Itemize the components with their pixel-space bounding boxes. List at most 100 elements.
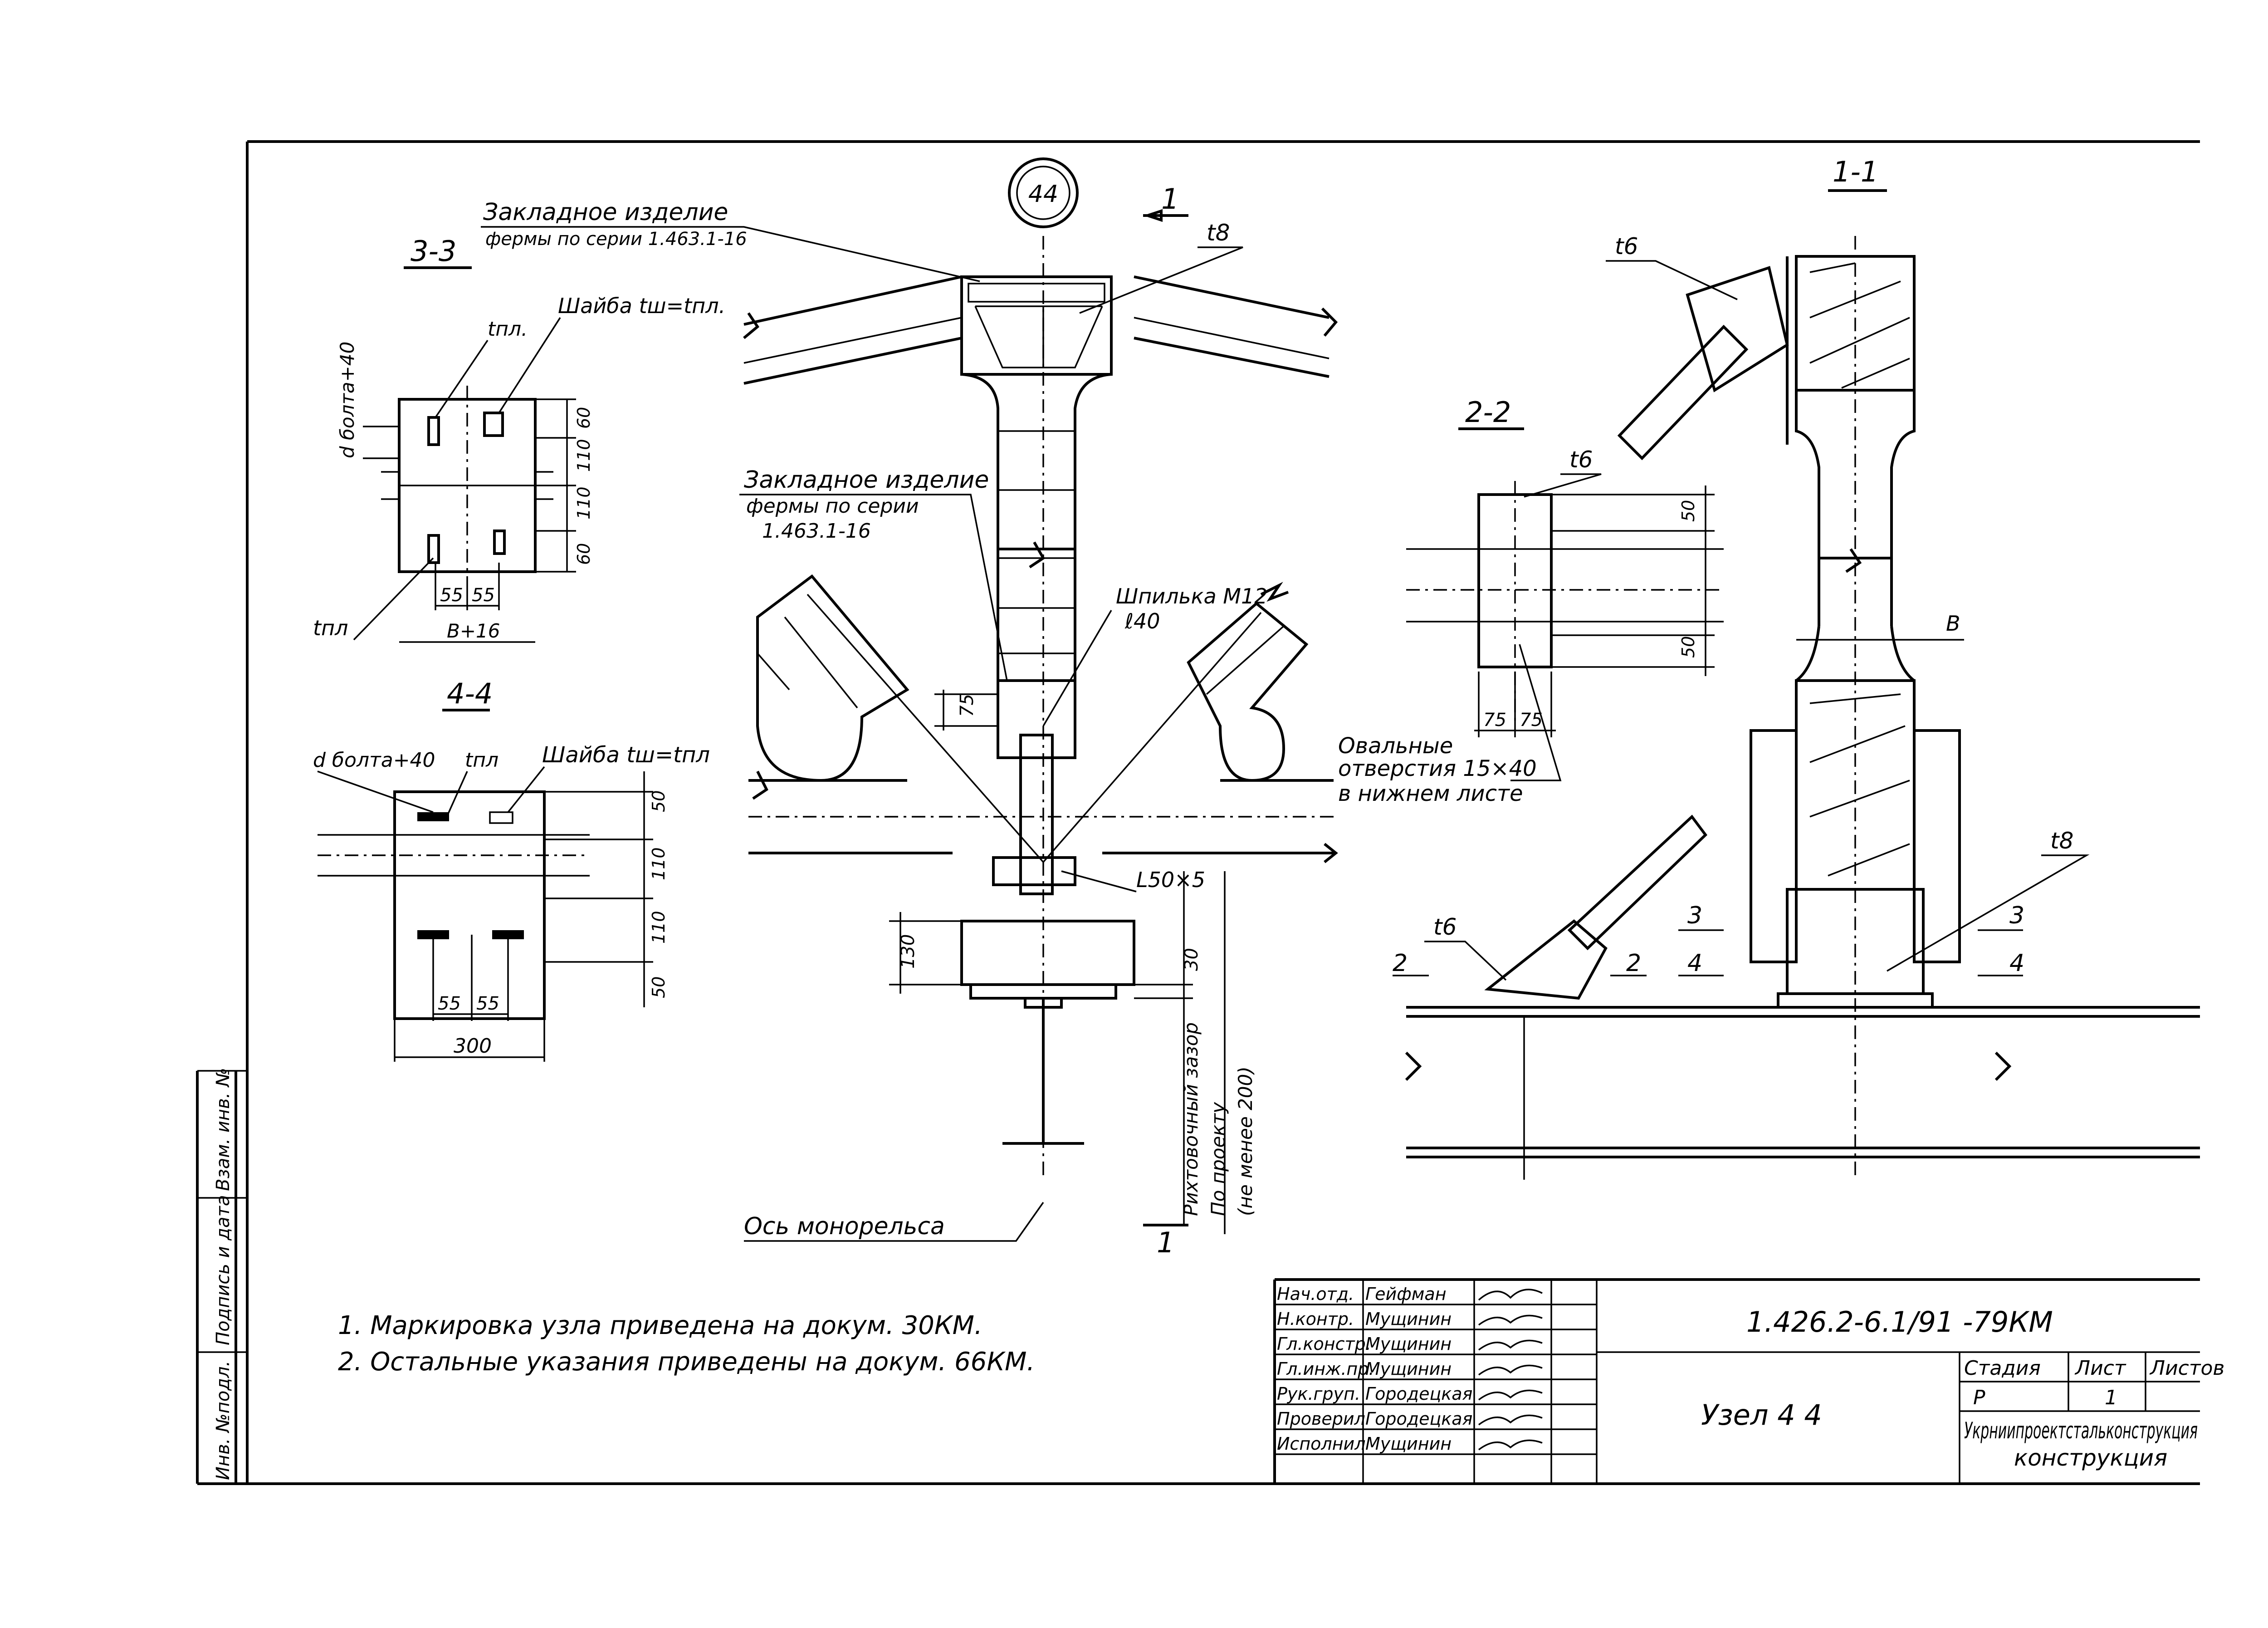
org-name-1: Укрниипроектстальконструкция [1964, 1417, 2198, 1444]
signature-3 [1478, 1339, 1543, 1351]
doc-code: 1.426.2-6.1/91 -79КМ [1746, 1305, 2053, 1339]
section-2-2-dim-50a: 50 [1678, 500, 1698, 522]
t8-top-label: t8 [1207, 220, 1230, 246]
embed-top-label-2: фермы по серии 1.463.1-16 [485, 229, 747, 250]
role-5: Рук.груп. [1277, 1384, 1360, 1404]
section-1-1-title: 1-1 [1833, 155, 1878, 188]
section-1-1: 1-1 t6 t6 t8 B 3 3 [1393, 155, 2200, 1180]
stage-header: Стадия [1964, 1357, 2041, 1380]
sheet-header: Лист [2074, 1357, 2126, 1380]
strip-signature-label: Подпись и дата [213, 1195, 234, 1345]
section-4-4-dim-3: 110 [649, 911, 669, 944]
role-7: Исполнил [1277, 1434, 1366, 1454]
gap-label-2: По проекту [1207, 1102, 1229, 1216]
section-3-3-dim-4: 60 [574, 543, 594, 565]
cut-3-left: 3 [1687, 902, 1702, 929]
name-7: Мущинин [1365, 1434, 1452, 1454]
oval-holes-label-2: отверстия 15×40 [1338, 756, 1537, 781]
dim-75: 75 [957, 694, 978, 717]
section-3-3-title: 3-3 [411, 235, 456, 268]
section-3-3-dim-55b: 55 [472, 585, 495, 606]
role-6: Проверил [1277, 1409, 1365, 1429]
sheet-number-marker: 44 [1008, 157, 1079, 228]
strip-inv-label: Инв. №подл. [213, 1361, 234, 1480]
oval-holes-label-1: Овальные [1338, 733, 1453, 759]
section-3-3: 3-3 d болта+40 tпл. Шайба tш=tпл. tпл 60… [313, 235, 725, 643]
section-1-1-t8-label: t8 [2050, 828, 2073, 854]
stage-value: Р [1973, 1386, 1985, 1409]
section-3-3-plate-bottom-label: tпл [313, 616, 348, 640]
oval-holes-label-3: в нижнем листе [1338, 781, 1523, 806]
section-4-4-width: 300 [454, 1035, 492, 1058]
notes: 1. Маркировка узла приведена на докум. 3… [338, 1311, 1035, 1377]
stud-label-2: ℓ40 [1124, 609, 1160, 633]
name-5: Городецкая [1365, 1384, 1472, 1404]
note-2: 2. Остальные указания приведены на докум… [338, 1347, 1035, 1377]
section-4-4-plate-label: tпл [465, 749, 499, 772]
signature-7 [1478, 1439, 1543, 1451]
cut-4-left: 4 [1687, 950, 1702, 977]
section-3-3-washer-label: Шайба tш=tпл. [558, 294, 725, 318]
section-1-1-t6-bottom-label: t6 [1433, 914, 1457, 940]
section-4-4-dim-4: 50 [649, 976, 669, 998]
section-2-2: 2-2 t6 50 50 75 75 Овальные отверстия 15… [1338, 396, 1724, 806]
name-2: Мущинин [1365, 1309, 1452, 1329]
section-4-4: 4-4 d болта+40 tпл Шайба tш=tпл 50 110 1… [313, 677, 710, 1062]
drawing-title: Узел 4 4 [1701, 1398, 1822, 1432]
embed-mid-label-1: Закладное изделие [744, 466, 989, 494]
role-2: Н.контр. [1277, 1309, 1354, 1329]
strip-replaced-label: Взам. инв. № [213, 1068, 234, 1191]
section-2-2-dim-75b: 75 [1520, 710, 1543, 731]
signature-5 [1478, 1389, 1543, 1401]
sheets-header: Листов [2149, 1357, 2224, 1380]
main-view: Закладное изделие фермы по серии 1.463.1… [481, 182, 1338, 1259]
section-2-2-t6-label: t6 [1569, 446, 1593, 473]
section-3-3-width: B+16 [447, 620, 500, 642]
cut-3-right: 3 [2009, 902, 2024, 929]
title-block: Нач.отд. Гейфман Н.контр. Мущинин Гл.кон… [1273, 1278, 2224, 1484]
section-3-3-dim-1: 60 [574, 407, 594, 429]
role-4: Гл.инж.пр. [1277, 1359, 1374, 1379]
section-2-2-dim-50b: 50 [1678, 636, 1698, 658]
name-1: Гейфман [1365, 1284, 1447, 1304]
section-4-4-bolt-label: d болта+40 [313, 749, 435, 772]
sheet-frame [196, 140, 2200, 1485]
sheet-value: 1 [2105, 1386, 2117, 1409]
gap-label-3: (не менее 200) [1234, 1066, 1256, 1216]
embed-mid-label-2: фермы по серии [746, 495, 919, 518]
stud-label-1: Шпилька М12 [1116, 584, 1268, 608]
section-4-4-dim-55a: 55 [438, 993, 461, 1014]
section-4-4-dim-2: 110 [649, 847, 669, 880]
section-2-2-dim-75a: 75 [1483, 710, 1506, 731]
name-6: Городецкая [1365, 1409, 1472, 1429]
section-3-3-dim-3: 110 [574, 486, 594, 520]
sheet-number: 44 [1028, 181, 1058, 208]
cut-2-left: 2 [1393, 950, 1408, 977]
section-4-4-washer-label: Шайба tш=tпл [542, 742, 710, 768]
monorail-axis-label: Ось монорельса [744, 1213, 945, 1240]
cut-4-right: 4 [2009, 950, 2024, 977]
signature-6 [1478, 1414, 1543, 1426]
embed-top-label-1: Закладное изделие [483, 199, 728, 226]
section-4-4-dim-55b: 55 [476, 993, 499, 1014]
section-4-4-title: 4-4 [447, 677, 493, 710]
gap-label-1: Рихтовочный зазор [1180, 1022, 1202, 1216]
section-1-1-B-label: B [1946, 611, 1960, 636]
cut-2-right: 2 [1626, 950, 1641, 977]
section-2-2-title: 2-2 [1465, 396, 1511, 429]
note-1: 1. Маркировка узла приведена на докум. 3… [338, 1311, 982, 1340]
org-name-2: конструкция [2014, 1445, 2167, 1471]
name-3: Мущинин [1365, 1334, 1452, 1354]
name-4: Мущинин [1365, 1359, 1452, 1379]
role-1: Нач.отд. [1277, 1284, 1354, 1304]
cut-1-bottom-label: 1 [1157, 1226, 1174, 1259]
embed-mid-label-3: 1.463.1-16 [762, 520, 871, 543]
section-3-3-plate-label: tпл. [488, 318, 528, 341]
role-3: Гл.констр. [1277, 1334, 1371, 1354]
cut-1-top-label: 1 [1161, 182, 1179, 216]
angle-label: L50×5 [1136, 868, 1205, 892]
left-strip: Инв. №подл. Подпись и дата Взам. инв. № [213, 1068, 234, 1480]
section-4-4-dim-1: 50 [649, 790, 669, 812]
section-3-3-bolt-label: d болта+40 [336, 342, 358, 458]
